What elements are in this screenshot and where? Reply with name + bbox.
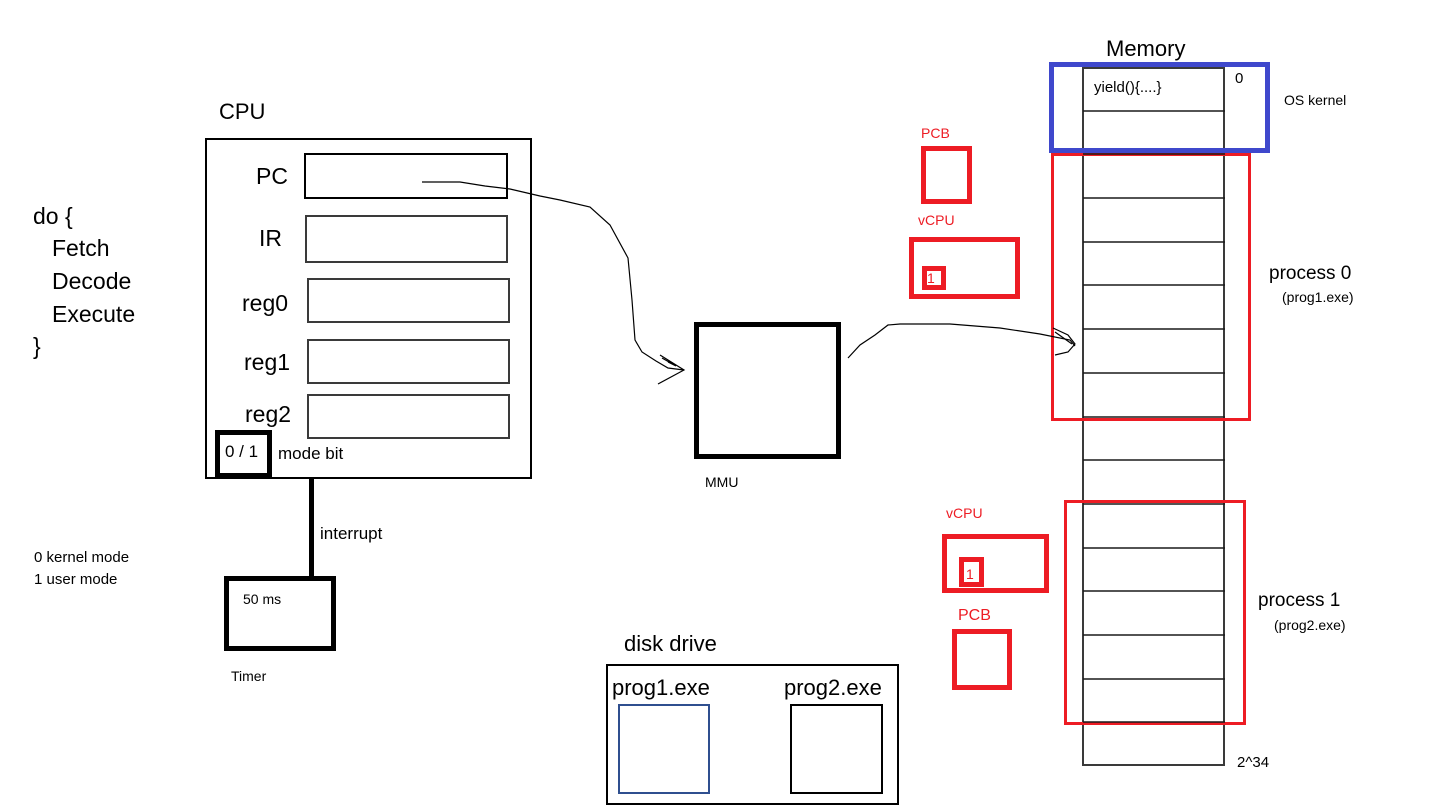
pcb-top-box bbox=[921, 146, 972, 204]
memory-title: Memory bbox=[1106, 36, 1186, 61]
disk-file-name-prog2: prog2.exe bbox=[784, 675, 882, 700]
disk-box bbox=[606, 664, 899, 805]
memory-cell-yield: yield(){....} bbox=[1094, 79, 1162, 96]
mode-bit-box bbox=[215, 430, 272, 478]
pcb-bottom-box bbox=[952, 629, 1012, 690]
legend-user-mode: 1 user mode bbox=[34, 571, 118, 588]
disk-file-prog2 bbox=[790, 704, 883, 794]
register-label-reg2: reg2 bbox=[245, 401, 292, 427]
os-kernel-region bbox=[1049, 62, 1270, 153]
disk-file-name-prog1: prog1.exe bbox=[612, 675, 710, 700]
cpu-title: CPU bbox=[219, 99, 266, 124]
pc-to-mmu-arrowhead bbox=[657, 354, 686, 385]
register-label-reg1: reg1 bbox=[244, 349, 291, 375]
register-pc bbox=[304, 153, 508, 199]
timer-label: Timer bbox=[231, 668, 267, 684]
process-0-program: (prog1.exe) bbox=[1282, 289, 1354, 305]
loop-open: do { bbox=[33, 203, 73, 229]
register-reg0 bbox=[307, 278, 510, 323]
legend-kernel-mode: 0 kernel mode bbox=[34, 549, 130, 566]
loop-decode: Decode bbox=[52, 268, 132, 294]
mmu-box bbox=[694, 322, 841, 459]
timer-value: 50 ms bbox=[243, 591, 282, 607]
loop-close: } bbox=[33, 333, 41, 359]
register-reg1 bbox=[307, 339, 510, 384]
timer-box bbox=[224, 576, 336, 651]
pcb-bottom-label: PCB bbox=[958, 607, 991, 624]
interrupt-line bbox=[309, 478, 314, 578]
vcpu-bottom-box bbox=[942, 534, 1049, 593]
process-1-program: (prog2.exe) bbox=[1274, 617, 1346, 633]
process-0-label: process 0 bbox=[1269, 263, 1352, 284]
process-1-label: process 1 bbox=[1258, 590, 1341, 611]
register-label-pc: PC bbox=[256, 163, 288, 189]
vcpu-bottom-label: vCPU bbox=[946, 505, 983, 521]
process-0-region bbox=[1051, 153, 1251, 421]
vcpu-top-label: vCPU bbox=[918, 212, 955, 228]
vcpu-top-mode-box bbox=[922, 266, 946, 290]
mode-bit-label: mode bit bbox=[278, 444, 344, 463]
vcpu-top-box bbox=[909, 237, 1020, 299]
vcpu-bottom-mode-value: 1 bbox=[966, 566, 974, 582]
memory-start-address: 0 bbox=[1235, 70, 1244, 87]
loop-fetch: Fetch bbox=[52, 235, 110, 261]
os-kernel-label: OS kernel bbox=[1284, 92, 1347, 108]
vcpu-bottom-mode-box bbox=[959, 557, 984, 587]
process-1-region bbox=[1064, 500, 1246, 725]
mode-bit-value: 0 / 1 bbox=[225, 442, 259, 461]
register-reg2 bbox=[307, 394, 510, 439]
register-label-reg0: reg0 bbox=[242, 290, 289, 316]
pcb-top-label: PCB bbox=[921, 125, 950, 141]
memory-end-address: 2^34 bbox=[1237, 754, 1270, 771]
register-label-ir: IR bbox=[259, 225, 282, 251]
disk-title: disk drive bbox=[624, 631, 717, 656]
disk-file-prog1 bbox=[618, 704, 710, 794]
mmu-label: MMU bbox=[705, 474, 739, 490]
loop-execute: Execute bbox=[52, 301, 136, 327]
interrupt-label: interrupt bbox=[320, 524, 383, 543]
register-ir bbox=[305, 215, 508, 263]
vcpu-top-mode-value: 1 bbox=[927, 270, 935, 286]
mmu-to-memory-arrow bbox=[847, 323, 1076, 359]
